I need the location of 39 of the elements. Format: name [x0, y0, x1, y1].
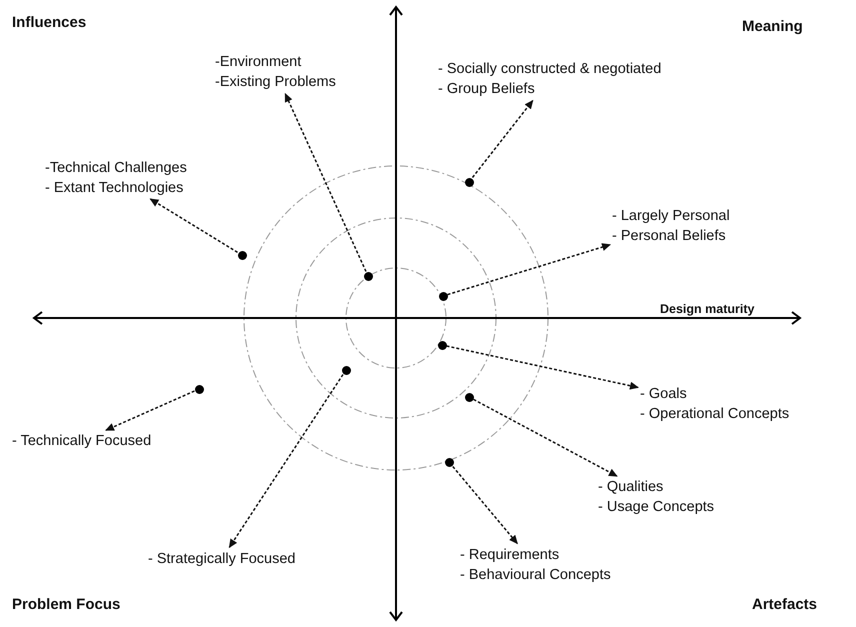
- bullet-text: - Personal Beliefs: [612, 227, 726, 246]
- dotted-arrow: [284, 92, 367, 272]
- bullet-text: - Requirements: [460, 546, 560, 565]
- bullet-text: - Usage Concepts: [598, 498, 714, 517]
- dot-marker: [238, 250, 246, 260]
- dot-marker: [464, 392, 474, 402]
- bullet-text: - Extant Technologies: [45, 179, 184, 198]
- dotted-arrow: [228, 374, 344, 548]
- dotted-arrow: [105, 390, 195, 431]
- bullet-text: - Operational Concepts: [640, 405, 790, 424]
- quadrant-title: Problem Focus: [12, 596, 120, 613]
- bullet-text: - Behavioural Concepts: [460, 566, 611, 585]
- bullet-text: -Existing Problems: [215, 73, 336, 92]
- dot-marker: [438, 340, 446, 350]
- bullet-text: - Strategically Focused: [148, 550, 296, 569]
- dot-marker: [444, 458, 454, 466]
- dot-marker: [194, 384, 204, 394]
- dotted-arrow: [446, 345, 639, 390]
- axis-label: Design maturity: [660, 302, 754, 316]
- bullet-text: - Technically Focused: [12, 432, 152, 451]
- bullet-text: -Environment: [215, 53, 302, 72]
- dot-marker: [438, 292, 448, 300]
- dot-marker: [342, 366, 350, 374]
- bullet-text: - Largely Personal: [612, 207, 730, 226]
- dotted-arrow: [150, 198, 238, 253]
- bullet-text: - Goals: [640, 385, 687, 404]
- quadrant-title: Influences: [12, 14, 86, 31]
- bullet-text: - Socially constructed & negotiated: [438, 60, 662, 79]
- dot-marker: [364, 272, 372, 280]
- dotted-arrow: [472, 100, 534, 178]
- dotted-arrow: [447, 243, 612, 296]
- quadrant-title: Meaning: [742, 18, 803, 35]
- dot-marker: [464, 178, 474, 186]
- bullet-text: - Qualities: [598, 478, 664, 497]
- dotted-arrow: [452, 466, 518, 544]
- quadrant-title: Artefacts: [752, 596, 818, 613]
- bullet-text: -Technical Challenges: [45, 159, 187, 178]
- dotted-arrow: [473, 398, 618, 477]
- bullet-text: - Group Beliefs: [438, 80, 535, 99]
